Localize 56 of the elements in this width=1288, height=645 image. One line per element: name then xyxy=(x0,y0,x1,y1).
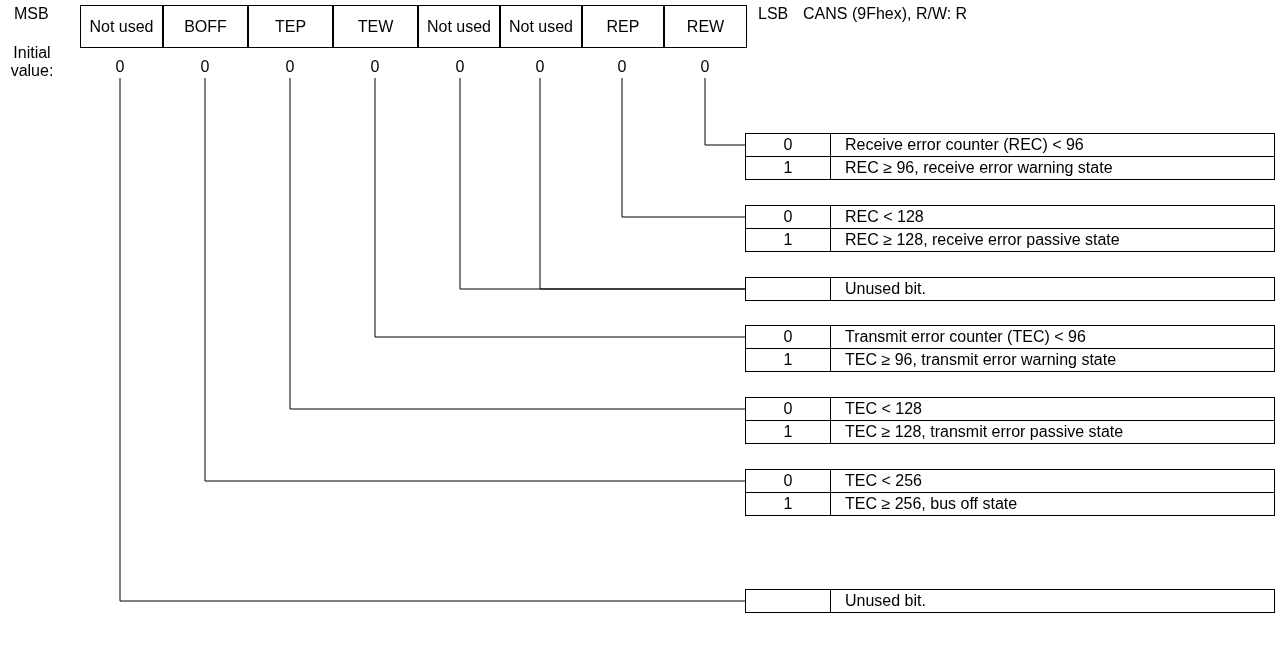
table-cell: Unused bit. xyxy=(830,589,1275,613)
leader-line xyxy=(289,77,746,410)
bit-field: TEW xyxy=(333,5,418,48)
table-cell: REC < 128 xyxy=(830,205,1275,229)
table-cell: 1 xyxy=(745,156,831,180)
table-cell: 1 xyxy=(745,228,831,252)
bit-field: BOFF xyxy=(163,5,248,48)
leader-line xyxy=(119,77,746,602)
bit-field: TEP xyxy=(248,5,333,48)
table-cell: Transmit error counter (TEC) < 96 xyxy=(830,325,1275,349)
description-table xyxy=(745,325,1275,372)
leader-line xyxy=(204,77,746,482)
leader-line xyxy=(374,77,746,338)
initial-value: 0 xyxy=(199,58,211,76)
initial-value: 0 xyxy=(114,58,126,76)
leader-line xyxy=(621,77,746,218)
leader-line xyxy=(704,77,746,146)
table-cell: 0 xyxy=(745,397,831,421)
bit-field: REP xyxy=(582,5,664,48)
initial-value: 0 xyxy=(284,58,296,76)
table-cell: 1 xyxy=(745,492,831,516)
description-table xyxy=(745,205,1275,252)
table-cell: TEC < 256 xyxy=(830,469,1275,493)
initial-value: 0 xyxy=(699,58,711,76)
table-cell: Receive error counter (REC) < 96 xyxy=(830,133,1275,157)
description-table xyxy=(745,589,1275,613)
table-cell: TEC < 128 xyxy=(830,397,1275,421)
bit-field: Not used xyxy=(418,5,500,48)
msb-label: MSB xyxy=(14,5,50,23)
description-table xyxy=(745,469,1275,516)
initial-value: 0 xyxy=(454,58,466,76)
lsb-label: LSB xyxy=(758,5,790,23)
leader-line xyxy=(459,77,746,290)
description-table xyxy=(745,133,1275,180)
table-cell: Unused bit. xyxy=(830,277,1275,301)
initial-value: 0 xyxy=(534,58,546,76)
table-cell: 1 xyxy=(745,348,831,372)
register-name: CANS (9Fhex), R/W: R xyxy=(803,5,969,23)
table-cell: 1 xyxy=(745,420,831,444)
initial-value-label: Initial value: xyxy=(9,44,55,80)
bit-field: REW xyxy=(664,5,747,48)
table-cell: 0 xyxy=(745,325,831,349)
description-table xyxy=(745,397,1275,444)
initial-value: 0 xyxy=(616,58,628,76)
table-cell: TEC ≥ 96, transmit error warning state xyxy=(830,348,1275,372)
table-cell: REC ≥ 96, receive error warning state xyxy=(830,156,1275,180)
table-cell: REC ≥ 128, receive error passive state xyxy=(830,228,1275,252)
bit-field: Not used xyxy=(80,5,163,48)
table-cell: 0 xyxy=(745,133,831,157)
initial-value: 0 xyxy=(369,58,381,76)
bit-field: Not used xyxy=(500,5,582,48)
table-cell: TEC ≥ 256, bus off state xyxy=(830,492,1275,516)
table-cell: 0 xyxy=(745,469,831,493)
description-table xyxy=(745,277,1275,301)
table-cell: TEC ≥ 128, transmit error passive state xyxy=(830,420,1275,444)
table-cell: 0 xyxy=(745,205,831,229)
